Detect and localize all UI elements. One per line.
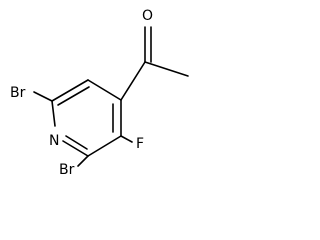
bond-c6-n: [62, 140, 89, 157]
bond-c5-c6: [87, 135, 122, 157]
bromine-bottom-label: Br: [59, 162, 75, 178]
bond-c6-br: [77, 155, 89, 167]
bond-br-c2: [33, 91, 53, 102]
bond-carbonyl-methyl: [144, 61, 189, 77]
chemical-structure: O F N Br Br: [10, 8, 189, 178]
fluorine-atom-label: F: [136, 136, 144, 152]
bond-c5-f: [120, 135, 133, 143]
bond-n-c2: [51, 100, 56, 127]
bond-c3-c4: [87, 79, 122, 101]
nitrogen-atom-label: N: [49, 133, 59, 149]
bond-c2-c3: [51, 79, 89, 102]
bond-c2-c3-double: [57, 86, 90, 106]
bond-c6-n-double: [65, 135, 88, 150]
oxygen-atom-label: O: [142, 8, 153, 24]
bond-c4-carbonyl: [120, 61, 146, 101]
bromine-top-label: Br: [10, 85, 26, 101]
